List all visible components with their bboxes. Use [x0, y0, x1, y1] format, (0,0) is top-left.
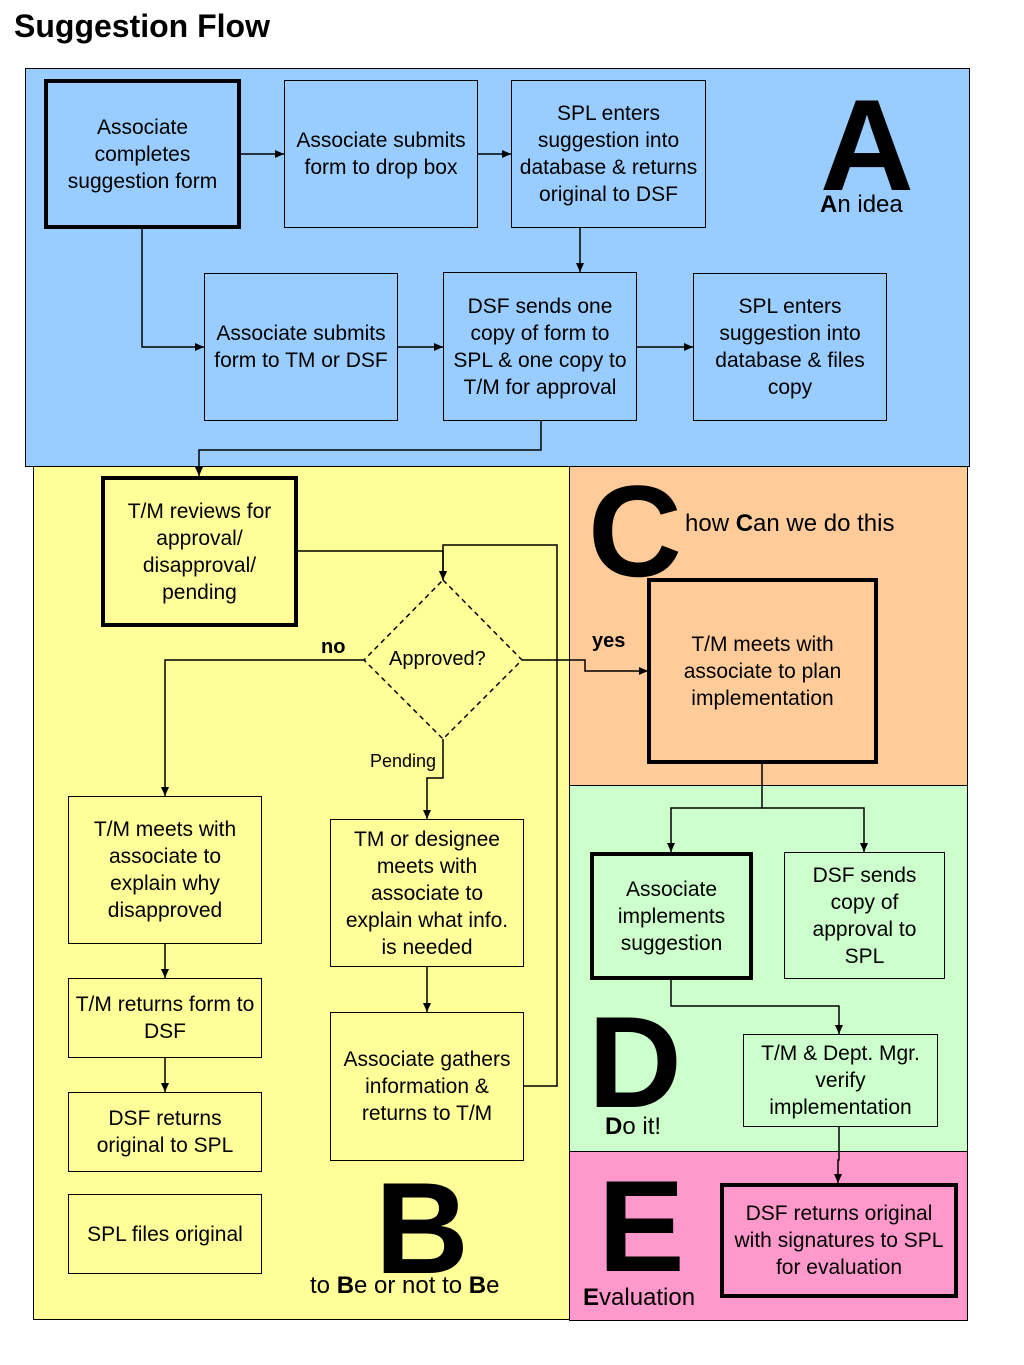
box-submits-tm-dsf: Associate submits form to TM or DSF — [204, 273, 398, 421]
motto-b-post: e — [486, 1272, 500, 1299]
motto-e: Evaluation — [583, 1284, 695, 1312]
motto-d: Do it! — [605, 1113, 661, 1141]
section-letter-c: C — [588, 458, 682, 604]
label-pending: Pending — [370, 751, 437, 771]
box-evaluation: DSF returns original with signatures to … — [720, 1183, 958, 1298]
box-explain-why: T/M meets with associate to explain why … — [68, 796, 262, 944]
box-spl-files-original: SPL files original — [68, 1194, 262, 1274]
box-dsf-sends-approval: DSF sends copy of approval to SPL — [784, 852, 945, 979]
motto-b-bold2: B — [468, 1272, 487, 1299]
motto-c-pre: how — [685, 510, 736, 537]
box-spl-enters-returns: SPL enters suggestion into database & re… — [511, 80, 706, 228]
box-associate-gathers: Associate gathers information & returns … — [330, 1012, 524, 1161]
arrow-decision-yes — [522, 659, 648, 675]
arrow-gathers-loop — [439, 544, 558, 1087]
arrow-plan-to-dsf-copy — [762, 807, 868, 852]
motto-a-rest: n idea — [837, 191, 903, 218]
box-plan-implementation: T/M meets with associate to plan impleme… — [647, 578, 878, 764]
decision-label: Approved? — [389, 648, 486, 670]
motto-b: to Be or not to Be — [310, 1272, 499, 1300]
arrow-plan-to-implements — [667, 763, 763, 852]
motto-b-mid: e or not to — [354, 1272, 469, 1299]
arrow-dsf-to-tm-reviews — [195, 420, 542, 476]
motto-a-bold: A — [820, 191, 838, 218]
motto-c: how Can we do this — [685, 510, 894, 538]
arrow-implements-to-verify — [670, 979, 843, 1034]
box-associate-completes: Associate completes suggestion form — [44, 79, 241, 229]
page-title: Suggestion Flow — [14, 8, 270, 44]
arrow-decision-pending — [423, 739, 444, 819]
box-submits-drop-box: Associate submits form to drop box — [284, 80, 478, 228]
arrow-reviews-to-decision — [297, 550, 447, 580]
box-verify-implementation: T/M & Dept. Mgr. verify implementation — [743, 1034, 938, 1127]
arrow-decision-no — [161, 659, 364, 796]
section-letter-e: E — [598, 1153, 685, 1299]
section-letter-d: D — [588, 989, 682, 1135]
label-yes: yes — [592, 630, 626, 652]
motto-e-bold: E — [583, 1284, 600, 1311]
box-dsf-sends-copies: DSF sends one copy of form to SPL & one … — [443, 272, 637, 421]
section-letter-b: B — [375, 1155, 469, 1301]
box-tm-reviews: T/M reviews for approval/ disapproval/ p… — [101, 476, 298, 627]
motto-e-rest: valuation — [599, 1284, 696, 1311]
box-spl-files-copy: SPL enters suggestion into database & fi… — [693, 273, 887, 421]
motto-d-rest: o it! — [622, 1113, 662, 1140]
section-letter-a: A — [820, 72, 914, 218]
motto-c-rest: an we do this — [753, 510, 895, 537]
motto-d-bold: D — [605, 1113, 623, 1140]
motto-a: An idea — [820, 191, 903, 219]
box-returns-form: T/M returns form to DSF — [68, 978, 262, 1058]
arrow-verify-to-evaluation — [834, 1127, 842, 1183]
motto-c-bold: C — [735, 510, 754, 537]
motto-b-bold1: B — [336, 1272, 355, 1299]
decision-diamond — [362, 578, 524, 741]
arrow-completes-to-submits-tm — [141, 228, 204, 351]
box-dsf-returns-spl: DSF returns original to SPL — [68, 1092, 262, 1172]
box-associate-implements: Associate implements suggestion — [590, 852, 753, 980]
motto-b-pre: to — [310, 1272, 337, 1299]
box-designee-meets: TM or designee meets with associate to e… — [330, 819, 524, 967]
label-no: no — [321, 636, 346, 658]
